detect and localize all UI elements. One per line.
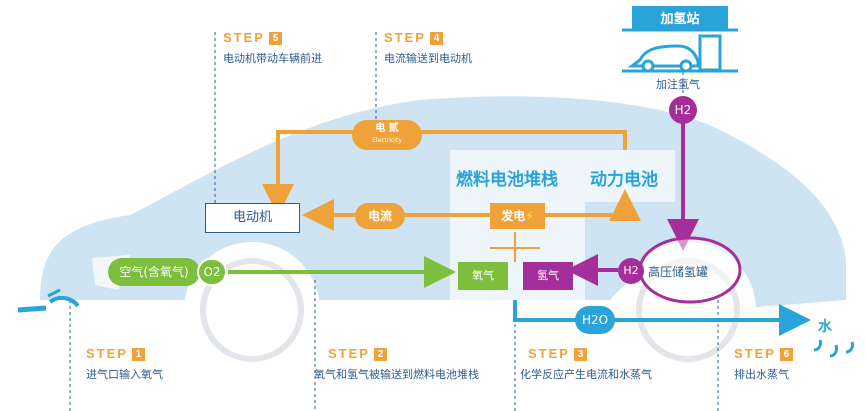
current-badge: 电流 xyxy=(355,203,405,229)
hydrogen-box: 氢气 xyxy=(523,262,573,290)
step-4-number: 4 xyxy=(429,32,443,45)
electricity-label: 电 贰 xyxy=(375,123,399,134)
step-1-number: 1 xyxy=(131,348,145,361)
water-label: 水 xyxy=(818,319,832,335)
lightning-icon: ⚡ xyxy=(525,209,534,223)
water-arrow xyxy=(513,300,811,336)
generate-box: 发电⚡ xyxy=(490,203,545,229)
station-label: 加氢站 xyxy=(660,12,700,27)
electricity-loop-arrow xyxy=(262,130,627,216)
power-battery-title: 动力电池 xyxy=(590,170,658,190)
h2-tank-badge: H2 xyxy=(618,258,644,284)
electricity-badge: 电 贰 Electricity xyxy=(352,120,422,150)
h2o-badge: H2O xyxy=(575,306,615,334)
step-3-text: 化学反应产生电流和水蒸气 xyxy=(520,368,652,381)
step-5-text: 电动机带动车辆前进 xyxy=(223,52,322,65)
generate-to-battery-arrow xyxy=(545,189,641,221)
step-6-text: 排出水蒸气 xyxy=(734,368,789,381)
fuel-cell-stack-title: 燃料电池堆栈 xyxy=(456,170,558,190)
oxygen-box: 氧气 xyxy=(458,262,508,290)
o2-badge: O2 xyxy=(197,258,227,286)
station-caption: 加注氢气 xyxy=(656,78,700,91)
step-6-number: 6 xyxy=(779,348,793,361)
step-2-text: 氧气和氢气被输送到燃料电池堆栈 xyxy=(314,368,479,381)
electricity-english: Electricity xyxy=(372,137,402,144)
generate-label: 发电 xyxy=(501,209,526,223)
h2-top-badge: H2 xyxy=(669,96,697,124)
step-2-number: 2 xyxy=(373,348,387,361)
step-3-number: 3 xyxy=(573,348,587,361)
tank-label: 高压储氢罐 xyxy=(648,265,709,279)
step-1-text: 进气口输入氧气 xyxy=(86,368,163,381)
step-5-number: 5 xyxy=(268,32,282,45)
hydrogen-station-icon xyxy=(622,28,738,73)
step-4-text: 电流输送到电动机 xyxy=(384,52,472,65)
air-pill: 空气(含氧气) xyxy=(108,258,200,286)
motor-box: 电动机 xyxy=(205,203,300,233)
